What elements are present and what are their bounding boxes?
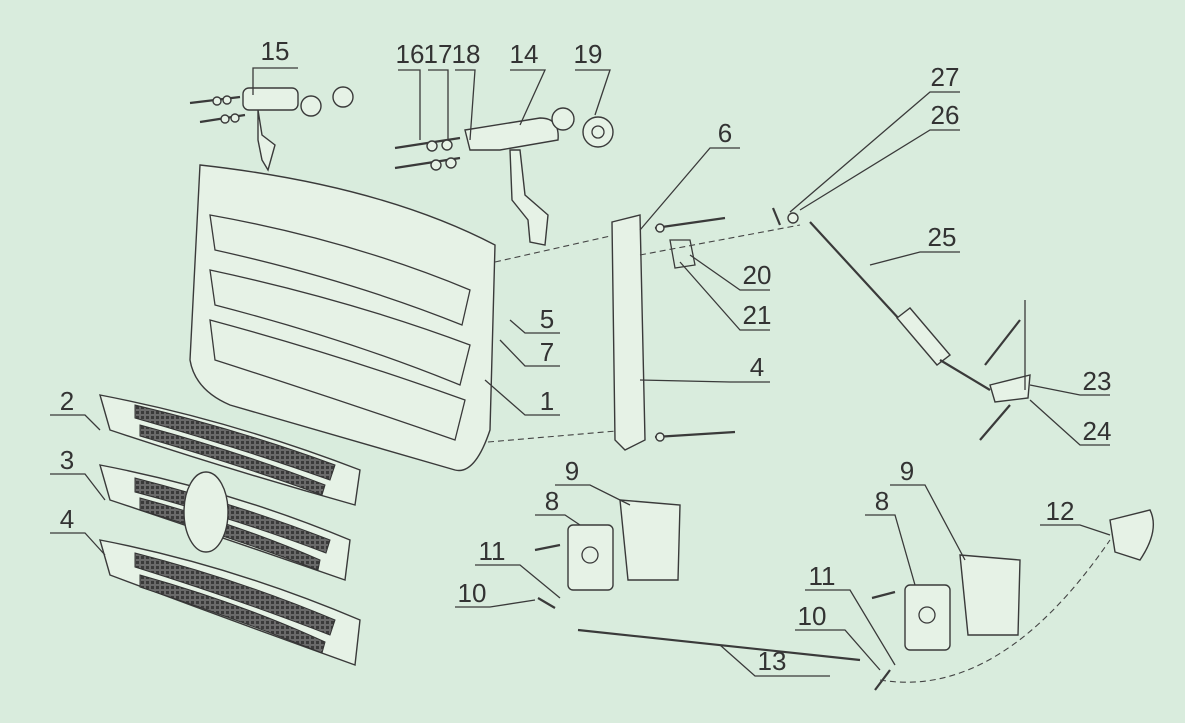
latch-left [534, 499, 681, 609]
part-label: 17 [424, 39, 453, 69]
part-label: 25 [928, 222, 957, 252]
part-label: 8 [875, 486, 889, 516]
grille-bar-top [99, 394, 361, 506]
part-label: 13 [758, 646, 787, 676]
part-label: 2 [60, 386, 74, 416]
part-label: 9 [900, 456, 914, 486]
grille-panel [189, 164, 629, 472]
part-label: 23 [1083, 366, 1112, 396]
part-label: 12 [1046, 496, 1075, 526]
part-label: 11 [809, 561, 836, 591]
part-label: 9 [565, 456, 579, 486]
part-label: 11 [479, 536, 506, 566]
latch-right [871, 554, 1021, 691]
leader-lines [50, 67, 1111, 677]
release-cable [577, 509, 1154, 683]
gas-strut [771, 207, 1031, 441]
part-label: 4 [750, 352, 764, 382]
part-label: 7 [540, 337, 554, 367]
part-label: 18 [452, 39, 481, 69]
part-label: 4 [60, 504, 74, 534]
hinge-right [394, 107, 614, 246]
part-label: 27 [931, 62, 960, 92]
grille-bar-middle [99, 464, 351, 581]
part-label: 20 [743, 260, 772, 290]
grille-bar-bottom [99, 539, 361, 666]
part-label: 1 [540, 386, 554, 416]
emblem [183, 471, 229, 553]
part-label: 19 [574, 39, 603, 69]
part-label: 15 [261, 36, 290, 66]
part-label: 10 [798, 601, 827, 631]
part-label: 10 [458, 578, 487, 608]
part-label: 3 [60, 445, 74, 475]
part-label: 8 [545, 486, 559, 516]
part-label: 6 [718, 118, 732, 148]
part-labels: 15 16 17 18 14 19 27 26 6 25 20 21 5 7 4… [60, 36, 1112, 676]
part-label: 16 [396, 39, 425, 69]
part-label: 14 [510, 39, 539, 69]
side-bracket [611, 214, 801, 451]
part-label: 26 [931, 100, 960, 130]
part-label: 24 [1083, 416, 1112, 446]
hinge-left [189, 86, 354, 172]
part-label: 21 [743, 300, 772, 330]
part-label: 5 [540, 304, 554, 334]
